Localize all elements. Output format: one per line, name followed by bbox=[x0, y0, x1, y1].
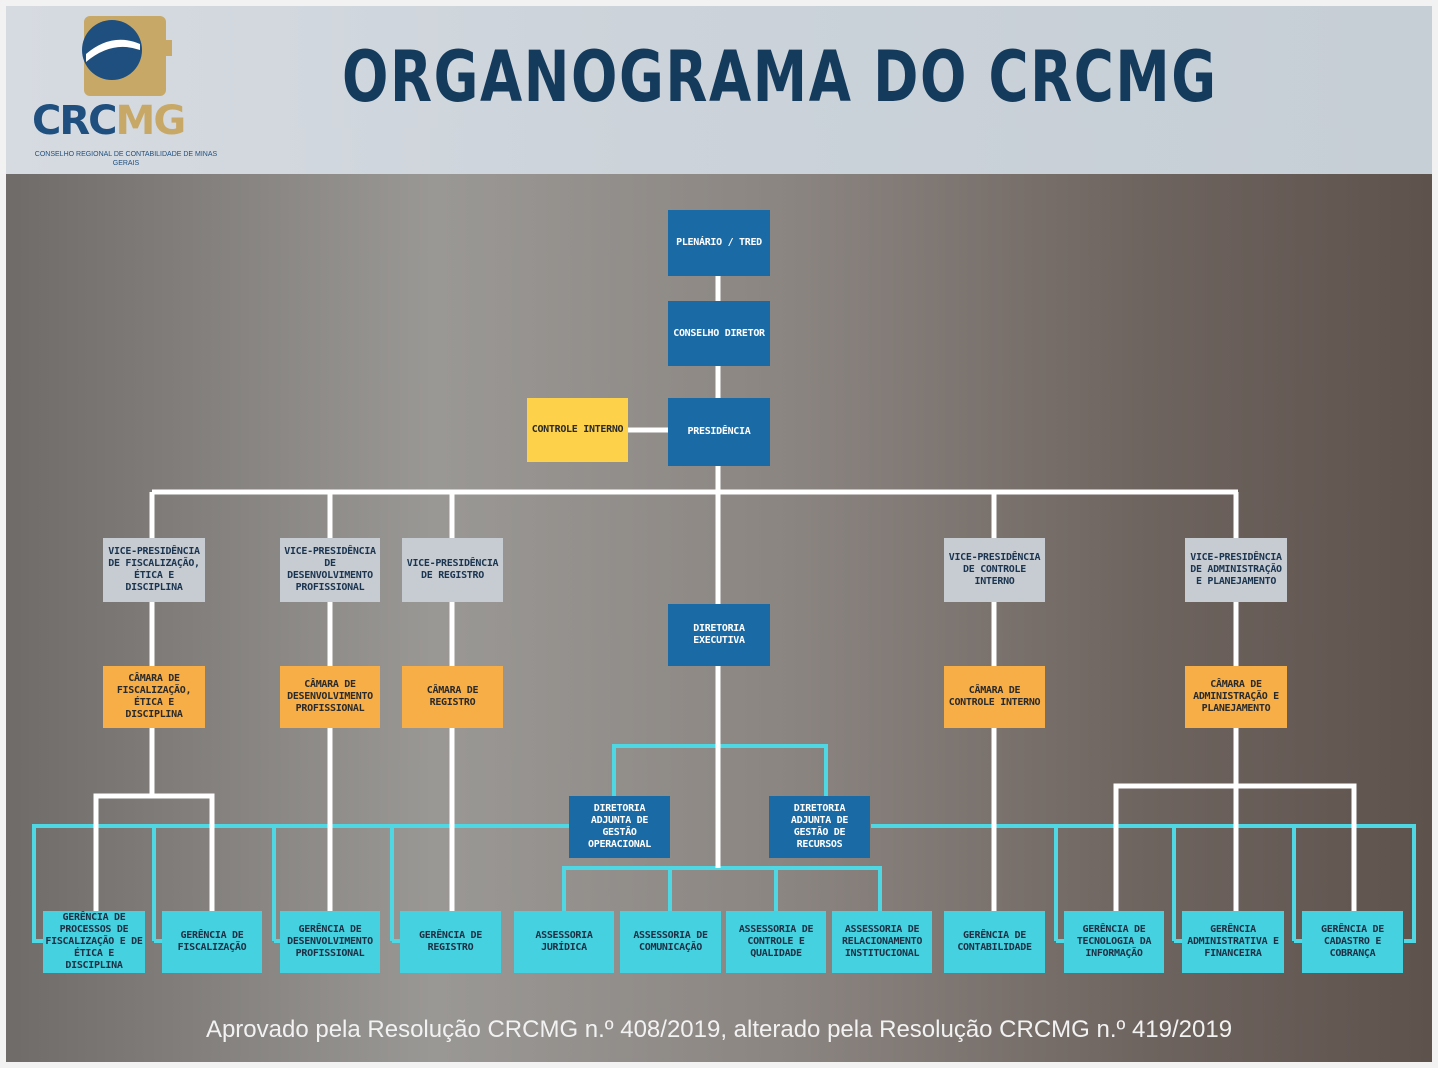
vp-fiscalizacao-box: VICE-PRESIDÊNCIA DE FISCALIZAÇÃO, ÉTICA … bbox=[103, 538, 205, 602]
connector-lines bbox=[32, 276, 1416, 943]
gerencia-contabilidade-box: GERÊNCIA DE CONTABILIDADE bbox=[944, 911, 1045, 973]
camara-controle-box: CÂMARA DE CONTROLE INTERNO bbox=[944, 666, 1045, 728]
page-title: ORGANOGRAMA DO CRCMG bbox=[342, 36, 1218, 118]
camara-desenvolvimento-box: CÂMARA DE DESENVOLVIMENTO PROFISSIONAL bbox=[280, 666, 380, 728]
header-bar: CRCMG CONSELHO REGIONAL DE CONTABILIDADE… bbox=[6, 6, 1432, 174]
plenario-box: PLENÁRIO / TRED bbox=[668, 210, 770, 276]
logo-subtitle: CONSELHO REGIONAL DE CONTABILIDADE DE MI… bbox=[34, 151, 218, 167]
diretoria-executiva-box: DIRETORIA EXECUTIVA bbox=[668, 604, 770, 666]
gerencia-cadastro-box: GERÊNCIA DE CADASTRO E COBRANÇA bbox=[1302, 911, 1403, 973]
vp-administracao-box: VICE-PRESIDÊNCIA DE ADMINISTRAÇÃO E PLAN… bbox=[1185, 538, 1287, 602]
logo-emblem-icon bbox=[82, 16, 172, 96]
footer-note: Aprovado pela Resolução CRCMG n.º 408/20… bbox=[205, 1016, 1233, 1043]
assessoria-comunicacao-box: ASSESSORIA DE COMUNICAÇÃO bbox=[620, 911, 721, 973]
logo-wordmark: CRCMG bbox=[32, 98, 186, 144]
gerencia-registro-box: GERÊNCIA DE REGISTRO bbox=[400, 911, 501, 973]
assessoria-juridica-box: ASSESSORIA JURÍDICA bbox=[514, 911, 614, 973]
diretoria-operacional-box: DIRETORIA ADJUNTA DE GESTÃO OPERACIONAL bbox=[569, 796, 670, 858]
diretoria-recursos-box: DIRETORIA ADJUNTA DE GESTÃO DE RECURSOS bbox=[769, 796, 870, 858]
controle-interno-box: CONTROLE INTERNO bbox=[527, 398, 628, 462]
camara-fiscalizacao-box: CÂMARA DE FISCALIZAÇÃO, ÉTICA E DISCIPLI… bbox=[103, 666, 205, 728]
assessoria-relacionamento-box: ASSESSORIA DE RELACIONAMENTO INSTITUCION… bbox=[832, 911, 932, 973]
vp-registro-box: VICE-PRESIDÊNCIA DE REGISTRO bbox=[402, 538, 503, 602]
gerencia-fiscalizacao-box: GERÊNCIA DE FISCALIZAÇÃO bbox=[162, 911, 262, 973]
gerencia-desenvolvimento-box: GERÊNCIA DE DESENVOLVIMENTO PROFISSIONAL bbox=[280, 911, 380, 973]
vp-desenvolvimento-box: VICE-PRESIDÊNCIA DE DESENVOLVIMENTO PROF… bbox=[280, 538, 380, 602]
camara-administracao-box: CÂMARA DE ADMINISTRAÇÃO E PLANEJAMENTO bbox=[1185, 666, 1287, 728]
gerencia-processos-box: GERÊNCIA DE PROCESSOS DE FISCALIZAÇÃO E … bbox=[43, 911, 145, 973]
gerencia-administrativa-box: GERÊNCIA ADMINISTRATIVA E FINANCEIRA bbox=[1182, 911, 1284, 973]
presidencia-box: PRESIDÊNCIA bbox=[668, 398, 770, 466]
org-chart-slide: CRCMG CONSELHO REGIONAL DE CONTABILIDADE… bbox=[6, 6, 1432, 1062]
gerencia-ti-box: GERÊNCIA DE TECNOLOGIA DA INFORMAÇÃO bbox=[1064, 911, 1164, 973]
conselho-diretor-box: CONSELHO DIRETOR bbox=[668, 301, 770, 366]
assessoria-controle-box: ASSESSORIA DE CONTROLE E QUALIDADE bbox=[726, 911, 826, 973]
camara-registro-box: CÂMARA DE REGISTRO bbox=[402, 666, 503, 728]
vp-controle-box: VICE-PRESIDÊNCIA DE CONTROLE INTERNO bbox=[944, 538, 1045, 602]
crcmg-logo: CRCMG CONSELHO REGIONAL DE CONTABILIDADE… bbox=[26, 10, 226, 174]
